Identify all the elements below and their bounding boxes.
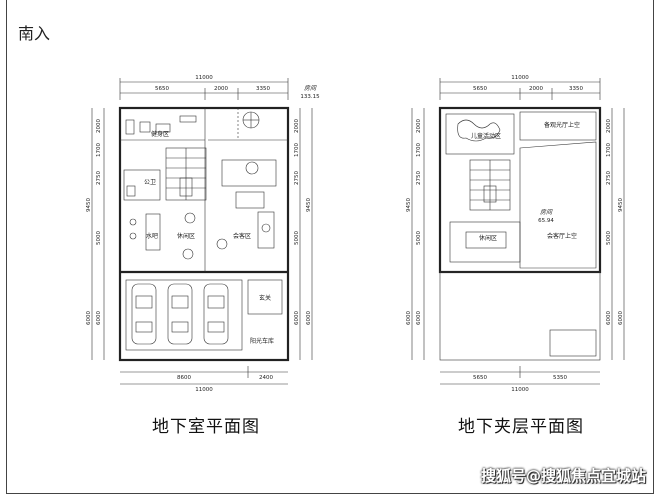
left-dim-1: 2000 [96,119,102,133]
room-lounge-void: 会客厅上空 [547,232,577,240]
right-dim-3: 2750 [606,171,612,185]
room-gym: 健身区 [151,130,169,138]
right-total-dim: 9450 [618,198,624,212]
right-dim-2: 1700 [294,143,300,157]
right-dim-5: 6000 [606,311,612,325]
mezzanine-plan: 11000 5650 2000 3350 儿童活动区 备观光厅上空 休闲区 房间… [406,75,625,393]
left-dim-3: 2750 [96,171,102,185]
mezzanine-plan-title: 地下夹层平面图 [458,417,584,437]
room-leisure: 休闲区 [479,234,497,242]
room-skylight: 备观光厅上空 [544,121,580,129]
room-kids: 儿童活动区 [471,132,501,140]
right-dim-1: 2000 [606,119,612,133]
left-total-lower: 6000 [406,311,412,325]
right-dim-4: 5000 [294,231,300,245]
area-label: 房间 [540,208,553,216]
right-dim-1: 2000 [294,119,300,133]
left-dim-2: 1700 [416,143,422,157]
right-dim-4: 5000 [606,231,612,245]
area-value: 65.94 [538,218,554,224]
right-total-lower: 6000 [306,311,312,325]
car-1 [131,283,157,345]
bottom-dim-1: 8600 [177,375,191,381]
bottom-dim-1: 5650 [473,375,487,381]
room-leisure: 休闲区 [177,232,195,240]
room-bar: 水吧 [146,232,158,240]
left-dim-1: 2000 [416,119,422,133]
bottom-total-dim: 11000 [511,387,529,393]
right-total-dim: 9450 [306,198,312,212]
left-total-dim: 9450 [86,198,92,212]
left-dim-4: 5000 [416,231,422,245]
drawing-frame [6,0,654,494]
bottom-dim-2: 2400 [259,375,273,381]
left-dim-5: 6000 [96,311,102,325]
right-dim-2: 1700 [606,143,612,157]
top-dim-2: 2000 [214,86,228,92]
top-dim-3: 3350 [569,86,583,92]
top-total-dim: 11000 [511,75,529,81]
bottom-dim-2: 5350 [553,375,567,381]
area-label: 房间 [304,84,317,92]
area-value: 133.15 [300,94,320,100]
top-dim-1: 5650 [155,86,169,92]
watermark: 搜狐号@搜狐焦点宜城站 [480,467,646,485]
left-dim-2: 1700 [96,143,102,157]
car-3 [203,283,229,345]
basement-plan: 11000 5650 2000 3350 房间 133.15 健身区 [86,75,320,393]
right-dim-3: 2750 [294,171,300,185]
left-dim-5: 6000 [416,311,422,325]
room-garage: 阳光车库 [250,337,274,345]
room-wc: 公卫 [144,179,156,186]
entrance-label: 南入 [18,24,51,43]
room-meeting: 会客区 [233,232,251,240]
right-dim-5: 6000 [294,311,300,325]
left-total-lower: 6000 [86,311,92,325]
right-total-lower: 6000 [618,311,624,325]
left-total-dim: 9450 [406,198,412,212]
top-dim-2: 2000 [529,86,543,92]
basement-plan-title: 地下室平面图 [152,417,260,437]
left-dim-3: 2750 [416,171,422,185]
top-dim-3: 3350 [256,86,270,92]
bottom-total-dim: 11000 [195,387,213,393]
car-2 [167,283,193,345]
top-total-dim: 11000 [195,75,213,81]
room-entry: 玄关 [259,294,271,302]
left-dim-4: 5000 [96,231,102,245]
top-dim-1: 5650 [473,86,487,92]
